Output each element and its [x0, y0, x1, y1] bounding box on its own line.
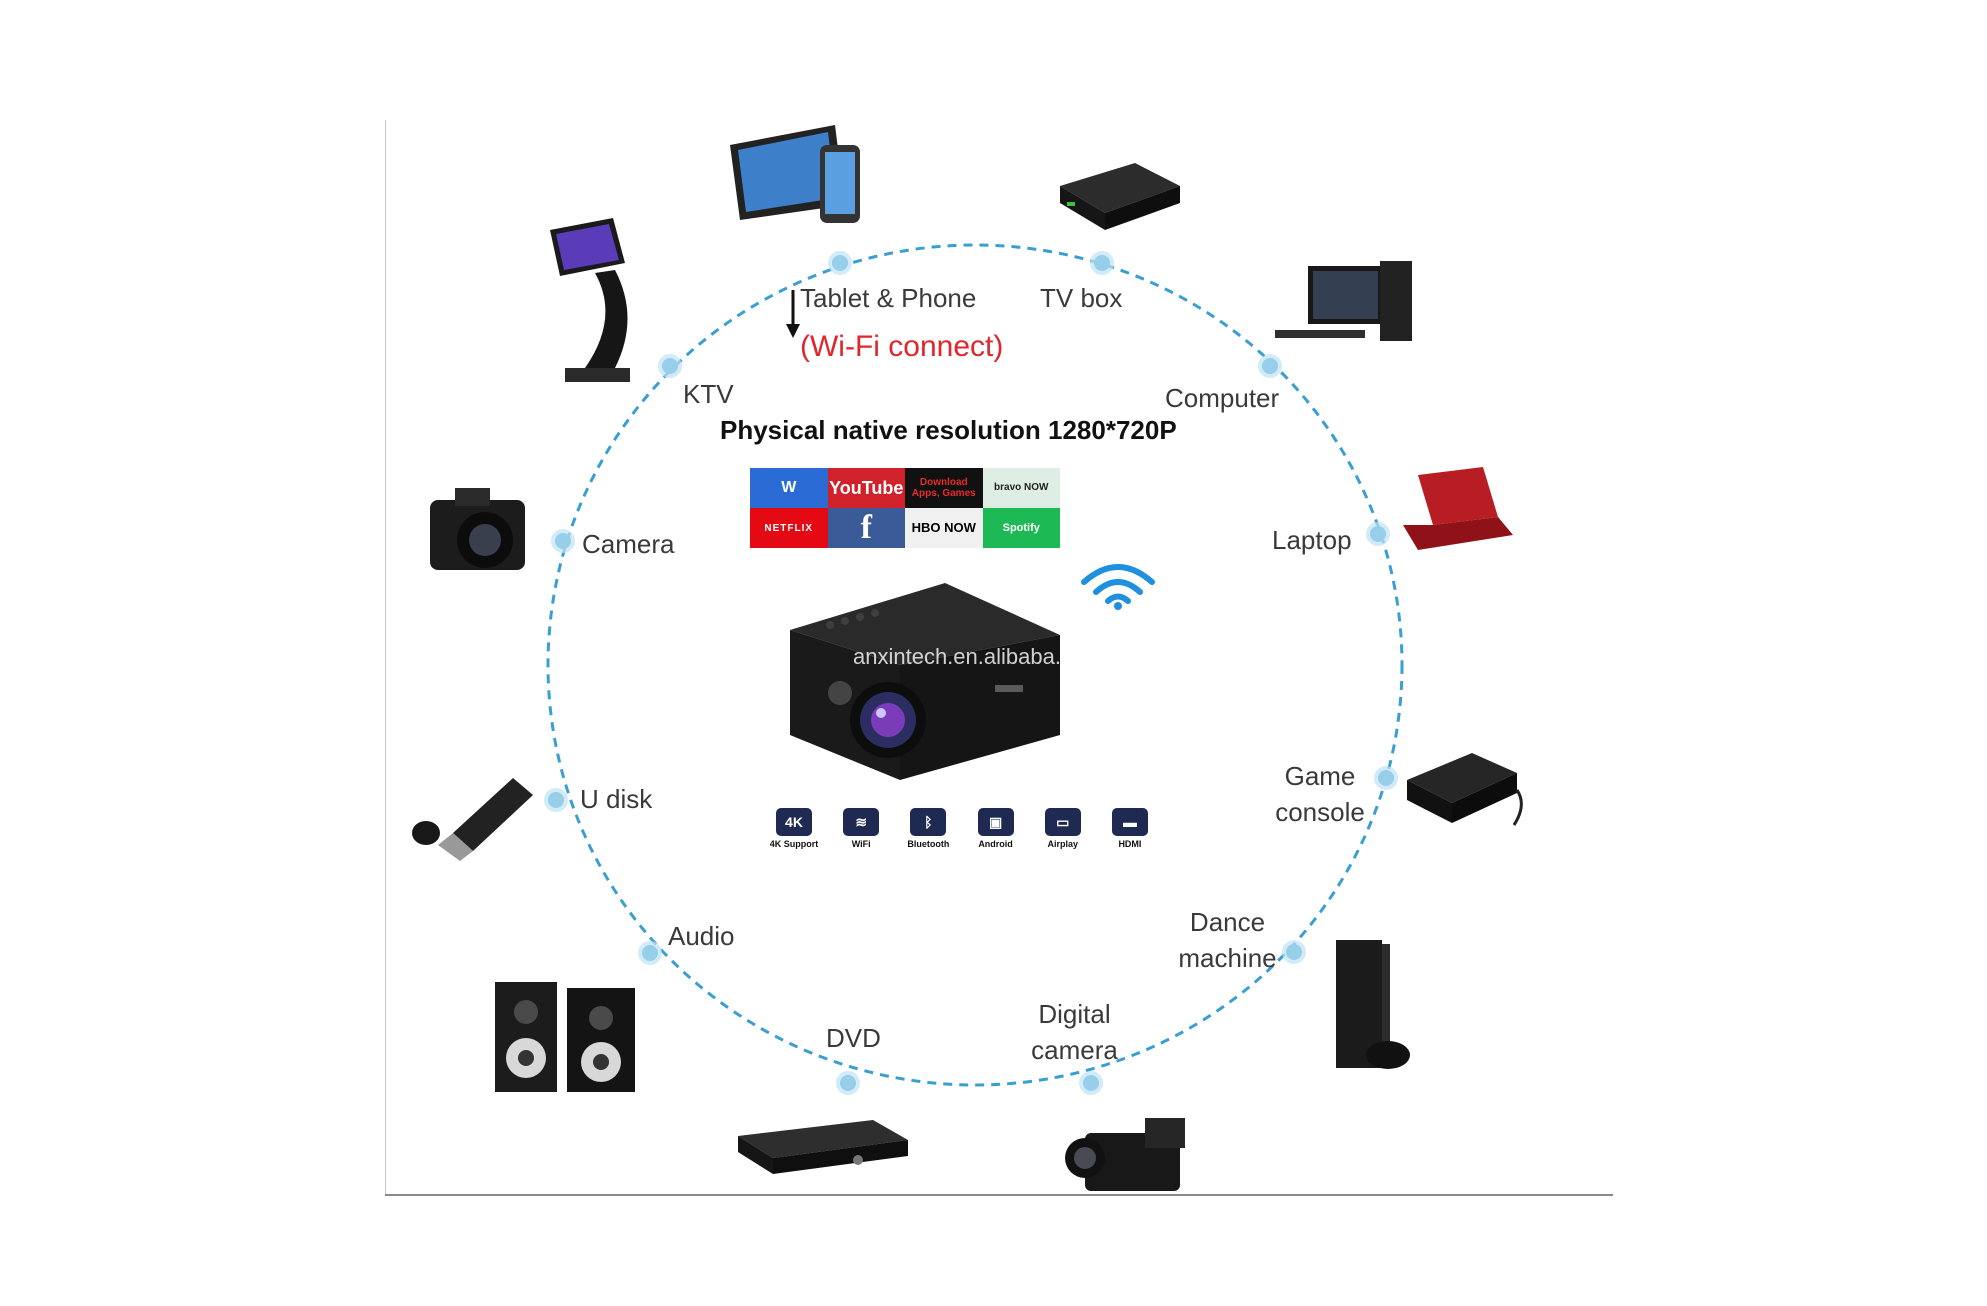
- u-disk-icon: [412, 778, 533, 861]
- bluetooth-icon: ᛒ: [910, 808, 947, 836]
- game-console-icon: [1407, 753, 1523, 826]
- label-u-disk: U disk: [580, 784, 653, 814]
- feature-label: HDMI: [1118, 839, 1142, 849]
- feature-badges: 4K 4K Support ≋ WiFi ᛒ Bluetooth ▣ Andro…: [762, 808, 1162, 849]
- watermark-text: anxintech.en.alibaba.com: [853, 644, 1103, 669]
- wifi-connect-label: (Wi-Fi connect): [800, 330, 1004, 363]
- netflix-app-logo: NETFLIX: [750, 508, 828, 548]
- label-dance-machine: Dance machine: [1178, 907, 1277, 973]
- projector-image: [790, 583, 1060, 780]
- computer-icon: [1275, 261, 1412, 341]
- frame-left-border: [385, 120, 386, 1195]
- label-tablet-phone: Tablet & Phone: [800, 283, 977, 313]
- feature-wifi: ≋ WiFi: [829, 808, 893, 849]
- spotify-app-logo: Spotify: [982, 508, 1060, 548]
- hbo-now-logo: HBO NOW: [905, 508, 983, 548]
- audio-speakers-icon: [495, 982, 635, 1092]
- laptop-icon: [1403, 467, 1513, 550]
- feature-android: ▣ Android: [964, 808, 1028, 849]
- feature-label: WiFi: [851, 839, 871, 849]
- feature-label: Bluetooth: [907, 839, 950, 849]
- arrow-down-icon: [786, 290, 800, 338]
- word-app-logo: W: [750, 468, 828, 508]
- airplay-icon: ▭: [1044, 808, 1081, 836]
- wifi-signal-icon: [1081, 564, 1155, 610]
- bravo-now-logo: bravo NOW: [982, 468, 1060, 508]
- frame-bottom-border: [385, 1194, 1613, 1196]
- label-audio: Audio: [668, 921, 735, 951]
- feature-label: 4K Support: [769, 839, 819, 849]
- dvd-player-icon: [738, 1120, 908, 1174]
- tv-box-icon: [1060, 163, 1180, 230]
- resolution-title: Physical native resolution 1280*720P: [720, 415, 1177, 445]
- feature-hdmi: ▬ HDMI: [1098, 808, 1162, 849]
- tablet-phone-icon: [730, 125, 860, 223]
- digital-camera-icon: [1065, 1118, 1185, 1191]
- 4k-icon: 4K: [776, 808, 812, 836]
- label-camera: Camera: [582, 529, 675, 559]
- camera-icon: [430, 488, 525, 570]
- dance-machine-icon: [1336, 940, 1410, 1069]
- facebook-app-logo: f: [827, 508, 905, 548]
- android-icon: ▣: [977, 808, 1014, 836]
- feature-4k: 4K 4K Support: [762, 808, 826, 849]
- label-digital-camera: Digital camera: [1031, 999, 1118, 1065]
- hdmi-icon: ▬: [1111, 808, 1148, 836]
- label-ktv: KTV: [683, 379, 734, 409]
- youtube-app-logo: YouTube: [827, 468, 905, 508]
- app-logo-grid: W YouTube Download Apps, Games bravo NOW…: [750, 468, 1060, 548]
- label-game-console: Game console: [1275, 761, 1365, 827]
- feature-airplay: ▭ Airplay: [1031, 808, 1095, 849]
- ktv-machine-icon: [550, 218, 630, 382]
- feature-bluetooth: ᛒ Bluetooth: [896, 808, 960, 849]
- feature-label: Android: [978, 839, 1013, 849]
- label-laptop: Laptop: [1272, 525, 1352, 555]
- wifi-icon: ≋: [843, 808, 880, 836]
- download-apps-logo: Download Apps, Games: [905, 468, 983, 508]
- feature-label: Airplay: [1047, 839, 1078, 849]
- label-computer: Computer: [1165, 383, 1280, 413]
- label-dvd: DVD: [826, 1023, 881, 1053]
- label-tv-box: TV box: [1040, 283, 1123, 313]
